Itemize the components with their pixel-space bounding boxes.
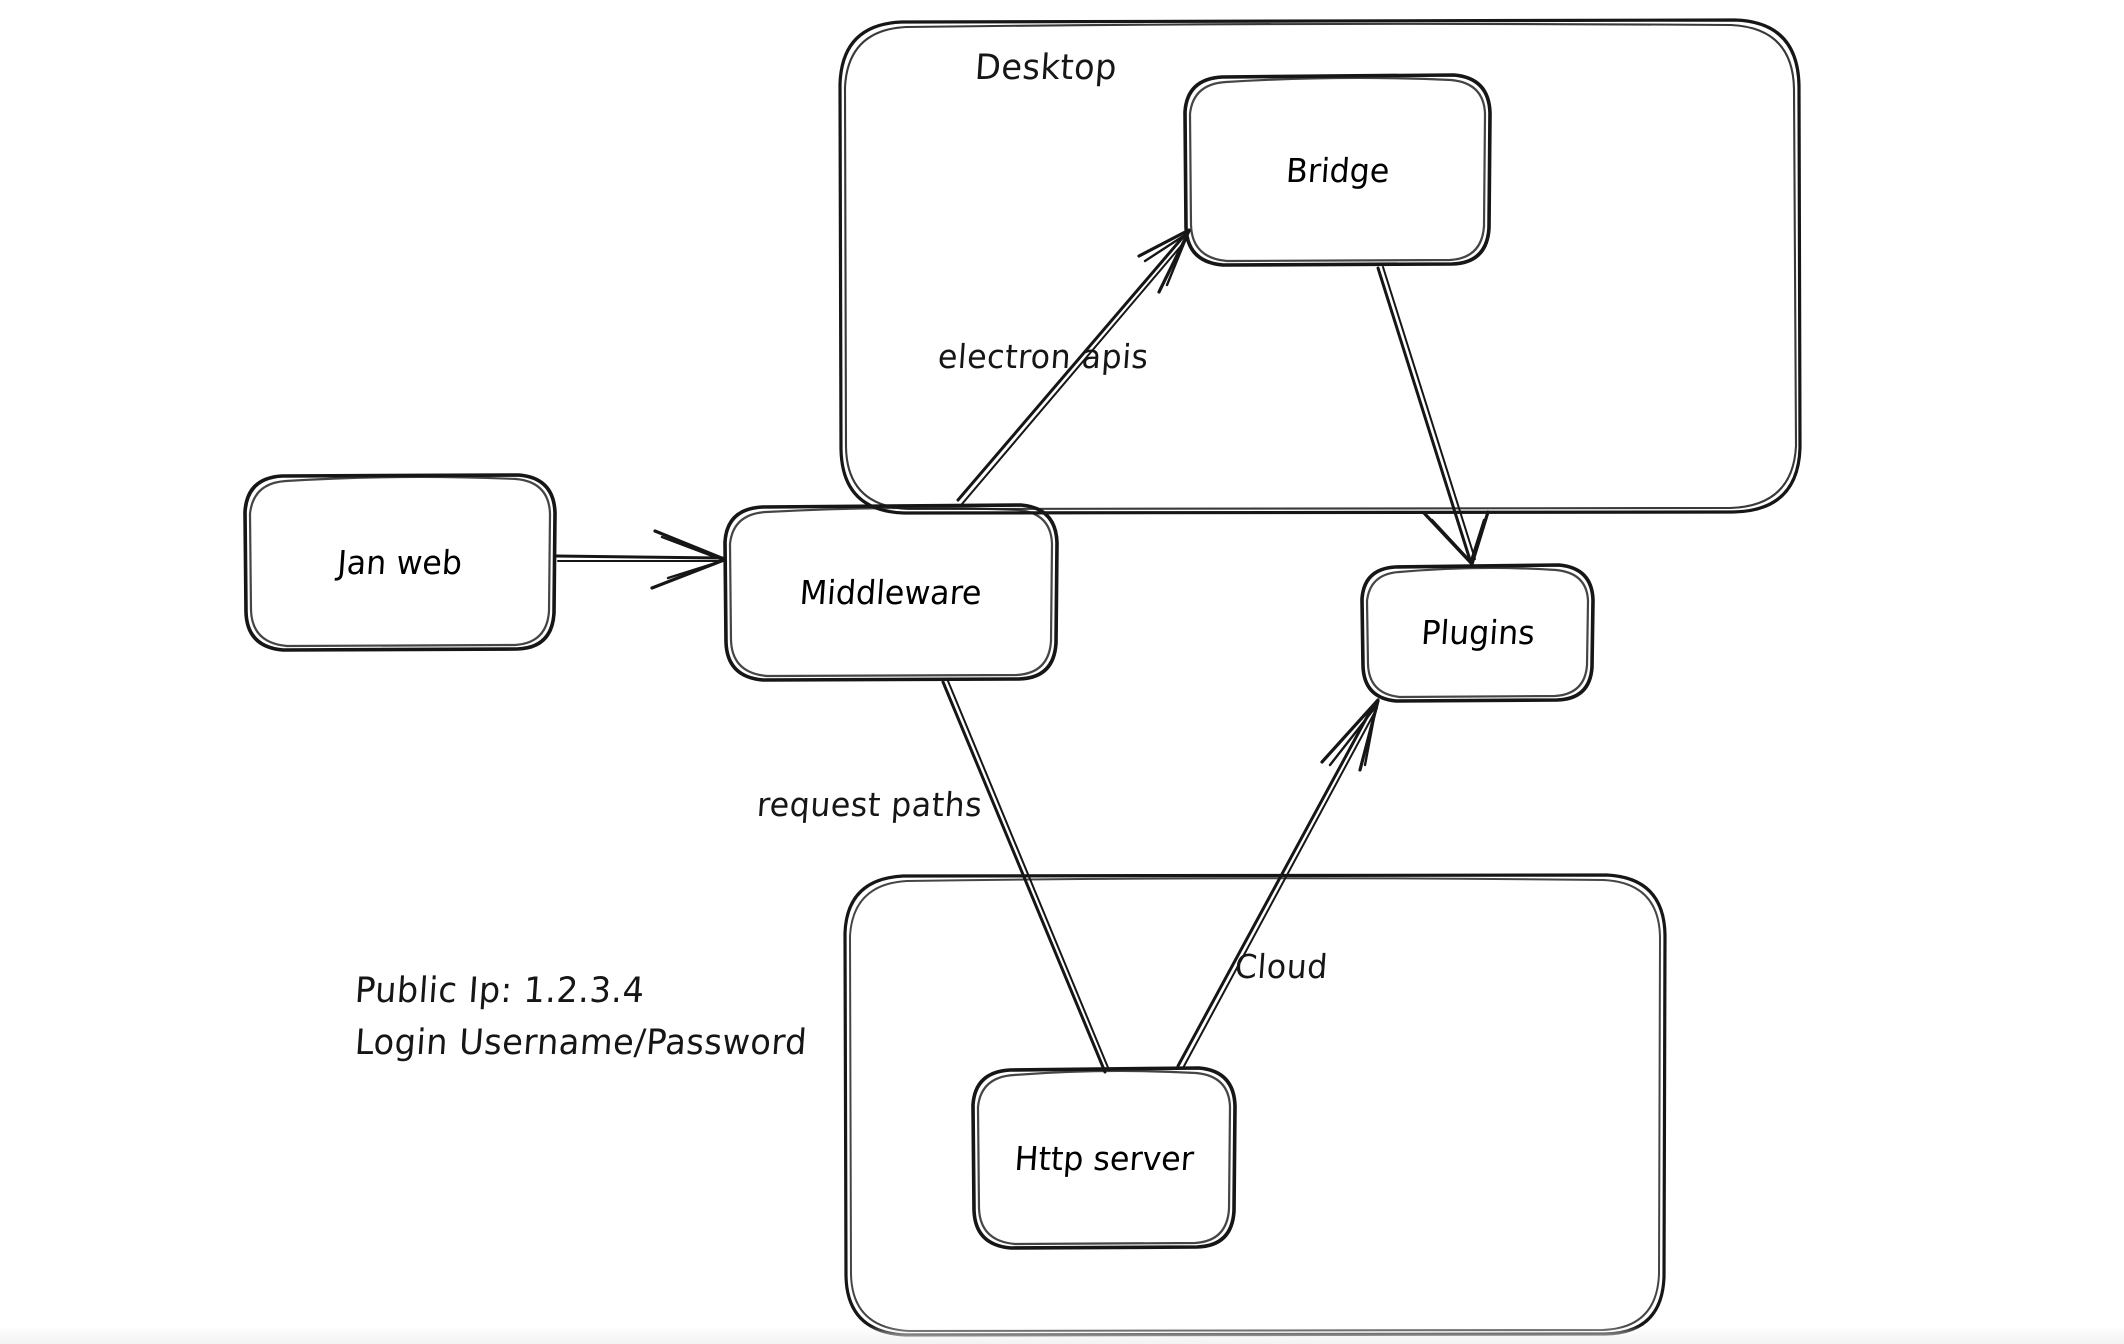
group-cloud <box>843 873 1667 1337</box>
node-middleware-shape[interactable] <box>723 503 1059 682</box>
edge-label-cloud: Cloud <box>1233 947 1330 986</box>
edge-bridge-to-plugins <box>1376 266 1490 566</box>
edge-middleware-to-http-server <box>941 680 1110 1074</box>
edge-http-server-to-plugins <box>1176 698 1380 1069</box>
group-title-desktop: Desktop <box>973 48 1119 88</box>
node-jan-web-shape[interactable] <box>243 473 557 652</box>
group-desktop <box>838 18 1802 515</box>
edge-label-electron-apis: electron apis <box>936 337 1150 376</box>
edge-middleware-to-bridge <box>956 228 1191 505</box>
node-plugins-shape[interactable] <box>1360 563 1595 703</box>
connection-note: Public Ip: 1.2.3.4 Login Username/Passwo… <box>353 965 826 1069</box>
node-bridge-shape[interactable] <box>1183 73 1492 267</box>
edge-jan-web-to-middleware <box>554 529 726 590</box>
node-http-server-shape[interactable] <box>971 1066 1237 1250</box>
note-public-ip: Public Ip: 1.2.3.4 <box>353 971 646 1011</box>
note-login-credentials: Login Username/Password <box>353 1023 809 1063</box>
edge-label-request-paths: request paths <box>755 785 984 824</box>
